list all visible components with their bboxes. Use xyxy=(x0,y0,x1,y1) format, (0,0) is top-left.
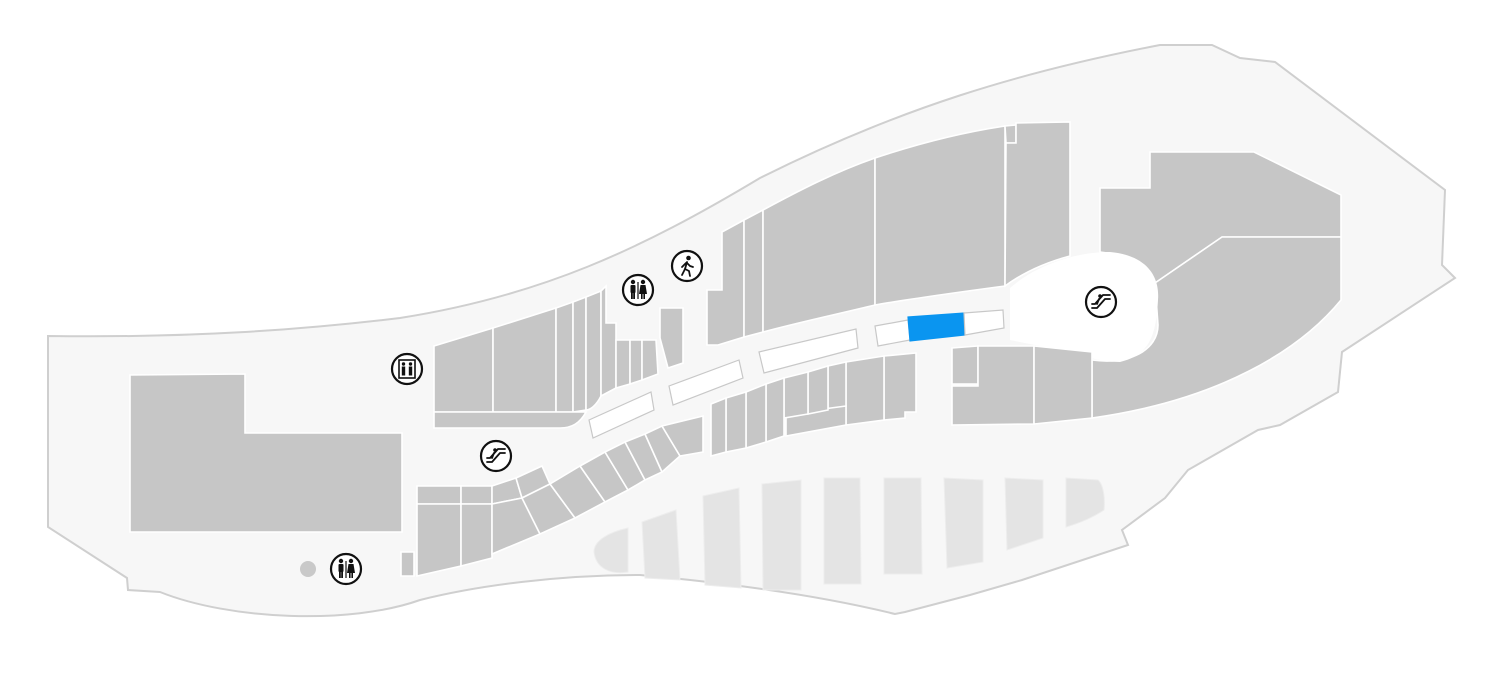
west-wing-south-units xyxy=(400,414,704,578)
parking-bay xyxy=(883,477,923,575)
west-wing-north-units xyxy=(433,284,684,429)
store-unit[interactable] xyxy=(1033,345,1093,425)
store-unit[interactable] xyxy=(460,485,493,505)
store-unit[interactable] xyxy=(765,376,785,444)
parking-bay xyxy=(1004,477,1044,551)
parking-bay xyxy=(943,477,984,569)
store-unit[interactable] xyxy=(555,300,574,413)
parking-bay xyxy=(641,509,681,581)
store-unit[interactable] xyxy=(827,361,847,411)
store-unit[interactable] xyxy=(1004,121,1071,288)
escalator-icon[interactable] xyxy=(479,439,513,473)
store-unit[interactable] xyxy=(460,503,493,568)
store-unit[interactable] xyxy=(807,364,829,415)
kiosk[interactable] xyxy=(963,309,1005,336)
store-unit[interactable] xyxy=(629,339,643,386)
kiosk[interactable] xyxy=(668,359,744,406)
store-unit[interactable] xyxy=(416,485,462,505)
restroom-icon[interactable] xyxy=(621,273,655,307)
location-dot xyxy=(300,561,316,577)
anchor-store-east[interactable] xyxy=(1091,236,1342,419)
store-unit[interactable] xyxy=(783,370,809,419)
store-unit[interactable] xyxy=(572,295,587,413)
restroom-icon[interactable] xyxy=(329,552,363,586)
walking-person-icon[interactable] xyxy=(670,249,704,283)
kiosk[interactable] xyxy=(758,328,859,374)
store-unit[interactable] xyxy=(659,307,684,370)
store-unit[interactable] xyxy=(641,339,659,382)
store-unit[interactable] xyxy=(585,289,602,411)
store-unit[interactable] xyxy=(710,396,727,458)
store-unit[interactable] xyxy=(416,503,462,578)
store-unit[interactable] xyxy=(660,414,704,457)
store-unit[interactable] xyxy=(951,345,979,385)
parking-bay xyxy=(593,527,629,574)
store-unit[interactable] xyxy=(745,382,767,450)
store-unit[interactable] xyxy=(725,390,747,453)
store-unit[interactable] xyxy=(845,355,885,426)
parking-bay xyxy=(702,487,742,589)
central-north-units xyxy=(706,121,1071,346)
store-unit[interactable] xyxy=(1004,124,1017,144)
parking-bay xyxy=(823,477,862,585)
store-unit[interactable] xyxy=(433,411,588,429)
store-unit[interactable] xyxy=(400,551,415,577)
store-unit[interactable] xyxy=(874,125,1006,306)
escalator-icon[interactable] xyxy=(1084,285,1118,319)
parking-bay xyxy=(761,479,802,591)
escalator-court xyxy=(1010,252,1159,362)
store-unit[interactable] xyxy=(743,208,764,339)
parking-bay xyxy=(1065,477,1105,528)
store-unit[interactable] xyxy=(883,352,917,421)
parking-area xyxy=(593,477,1105,591)
kiosk[interactable] xyxy=(588,391,655,439)
anchor-store-west[interactable] xyxy=(129,373,403,533)
corridor-kiosks xyxy=(588,309,1005,439)
store-unit[interactable] xyxy=(615,339,631,390)
elevator-icon[interactable] xyxy=(390,352,424,386)
central-south-units xyxy=(710,345,1093,458)
store-unit[interactable] xyxy=(600,284,617,398)
